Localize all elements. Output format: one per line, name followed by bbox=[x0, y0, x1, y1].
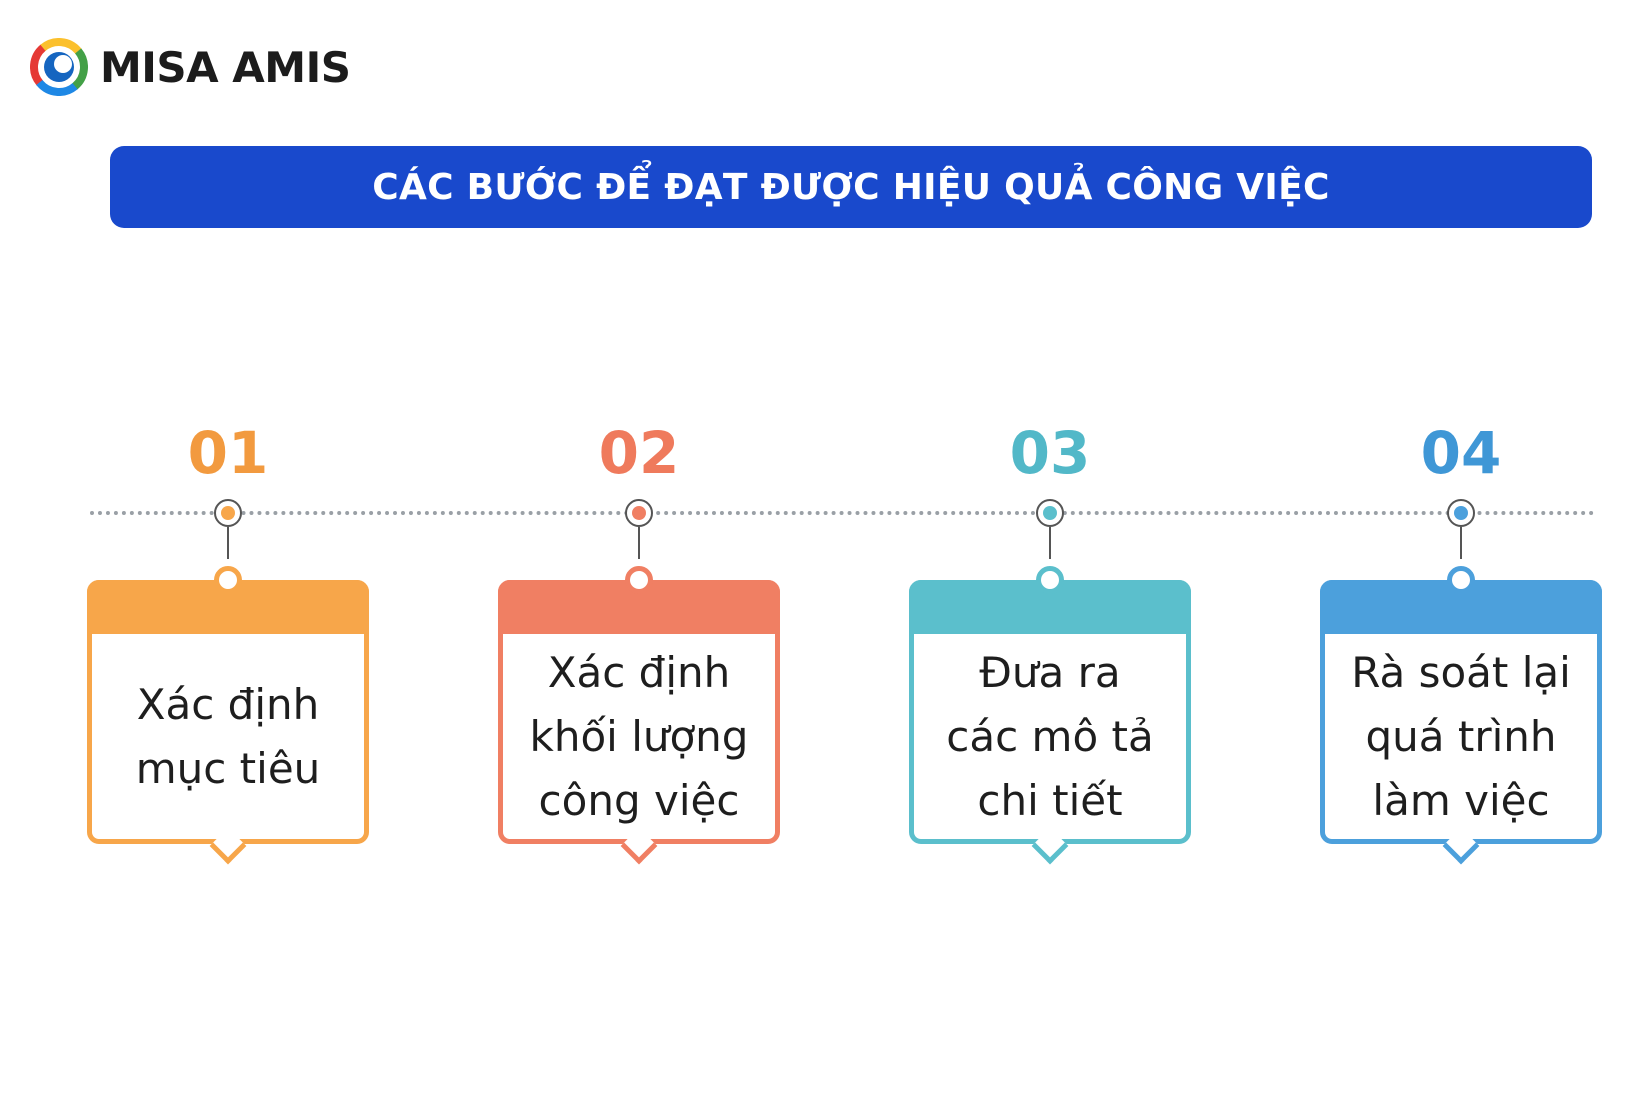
step-number: 04 bbox=[1420, 419, 1502, 487]
timeline-node-dot bbox=[221, 506, 235, 520]
logo: MISA AMIS bbox=[30, 38, 351, 96]
step-text: Đưa ra các mô tả chi tiết bbox=[946, 648, 1154, 825]
timeline-node bbox=[625, 499, 653, 527]
step-4: 04 Rà soát lại quá trình làm việc bbox=[1320, 0, 1602, 1100]
step-2: 02 Xác định khối lượng công việc bbox=[498, 0, 780, 1100]
step-number: 03 bbox=[1009, 419, 1091, 487]
misa-amis-logo-icon bbox=[30, 38, 88, 96]
card-pin bbox=[625, 566, 653, 594]
timeline-dotted-line bbox=[90, 511, 1595, 515]
timeline-node-dot bbox=[1454, 506, 1468, 520]
logo-text: MISA AMIS bbox=[100, 42, 351, 92]
banner-title: CÁC BƯỚC ĐỂ ĐẠT ĐƯỢC HIỆU QUẢ CÔNG VIỆC bbox=[372, 166, 1330, 208]
step-card: Xác định khối lượng công việc bbox=[498, 580, 780, 844]
timeline-node-dot bbox=[1043, 506, 1057, 520]
connector-line bbox=[1460, 527, 1462, 559]
step-number: 02 bbox=[598, 419, 680, 487]
step-1: 01 Xác định mục tiêu bbox=[87, 0, 369, 1100]
step-card: Đưa ra các mô tả chi tiết bbox=[909, 580, 1191, 844]
card-pin bbox=[1447, 566, 1475, 594]
step-card: Xác định mục tiêu bbox=[87, 580, 369, 844]
connector-line bbox=[638, 527, 640, 559]
title-banner: CÁC BƯỚC ĐỂ ĐẠT ĐƯỢC HIỆU QUẢ CÔNG VIỆC bbox=[110, 146, 1592, 228]
timeline-node bbox=[1447, 499, 1475, 527]
step-text: Xác định khối lượng công việc bbox=[529, 648, 749, 825]
step-text: Rà soát lại quá trình làm việc bbox=[1351, 648, 1571, 825]
connector-line bbox=[1049, 527, 1051, 559]
timeline-node bbox=[214, 499, 242, 527]
step-text: Xác định mục tiêu bbox=[135, 680, 321, 793]
step-3: 03 Đưa ra các mô tả chi tiết bbox=[909, 0, 1191, 1100]
step-card: Rà soát lại quá trình làm việc bbox=[1320, 580, 1602, 844]
timeline-node bbox=[1036, 499, 1064, 527]
timeline-node-dot bbox=[632, 506, 646, 520]
connector-line bbox=[227, 527, 229, 559]
card-pin bbox=[1036, 566, 1064, 594]
step-number: 01 bbox=[187, 419, 269, 487]
card-pin bbox=[214, 566, 242, 594]
